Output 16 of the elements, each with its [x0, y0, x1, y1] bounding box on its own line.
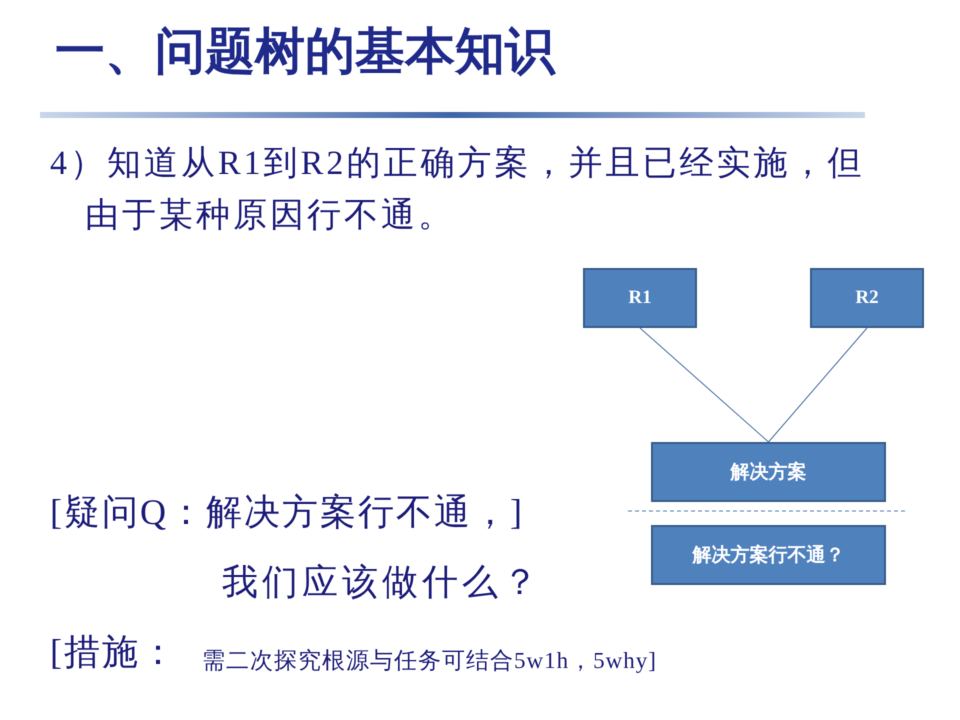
box-label: R2	[855, 287, 879, 309]
question-text: 4）知道从R1到R2的正确方案，并且已经实施，但由于某种原因行不通。	[50, 144, 866, 236]
question-text: [疑问Q：解决方案行不通，]	[50, 491, 524, 534]
connector-line	[640, 328, 769, 442]
process-box	[651, 525, 886, 585]
box-label: 解决方案	[730, 460, 806, 485]
slide-title: 一、问题树的基本知识	[55, 21, 555, 82]
box-label: R1	[628, 287, 652, 309]
question-text: 我们应该做什么？	[222, 561, 542, 604]
connector-line	[768, 328, 868, 442]
process-box	[810, 268, 924, 328]
process-box	[583, 268, 697, 328]
process-box	[651, 442, 886, 502]
measure-text: 需二次探究根源与任务可结合5w1h，5why]	[202, 647, 657, 675]
box-label: 解决方案行不通？	[692, 543, 844, 568]
measure-heading: [措施：	[50, 631, 178, 674]
